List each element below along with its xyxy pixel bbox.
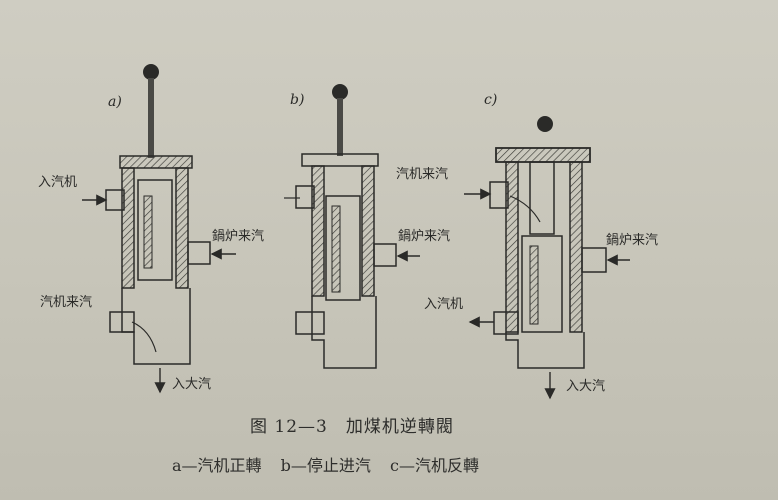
inlet-port-b — [295, 185, 315, 209]
valve-lower-body-c — [505, 332, 585, 369]
valve-lower-body-b — [311, 296, 377, 369]
panel-c-letter: c) — [484, 92, 497, 108]
boiler-label-a: 鍋炉来汽 — [212, 228, 264, 244]
boiler-label-c: 鍋炉来汽 — [606, 232, 658, 248]
inlet-label-c: 入汽机 — [424, 297, 463, 312]
valve-wall-right-c — [569, 161, 583, 333]
valve-wall-left-b — [311, 165, 325, 297]
panel-b-letter: b) — [290, 92, 304, 108]
inlet-label-a: 入汽机 — [38, 175, 77, 190]
valve-rod-a — [148, 78, 154, 158]
legend-a: a—汽机正轉 — [172, 456, 262, 475]
piston-hatch-c — [529, 245, 539, 325]
legend-b: b—停止进汽 — [280, 456, 371, 475]
valve-wall-right-a — [175, 167, 189, 289]
valve-piston-a — [137, 179, 173, 281]
valve-knob-c — [537, 116, 553, 132]
valve-wall-left-c — [505, 161, 519, 333]
boiler-port-c — [581, 247, 607, 273]
boiler-label-b: 鍋炉来汽 — [398, 228, 450, 244]
atmosphere-label-c: 入大汽 — [566, 379, 605, 394]
legend-c: c—汽机反轉 — [389, 456, 479, 475]
valve-piston-c — [521, 235, 563, 333]
valve-piston-b — [325, 195, 361, 301]
panel-a-letter: a) — [108, 94, 122, 110]
panel-a: a) 入汽机 鍋炉来汽 汽机来汽 入大汽 — [38, 64, 264, 394]
valve-cap-c — [495, 147, 591, 163]
valve-knob-b — [332, 84, 348, 100]
panel-c: c) 汽机来汽 鍋炉来汽 入汽机 入大汽 — [396, 92, 658, 400]
valve-stem-c — [529, 161, 555, 235]
valve-wall-right-b — [361, 165, 375, 297]
piston-hatch-a — [143, 195, 153, 269]
piston-hatch-b — [331, 205, 341, 293]
valve-wall-left-a — [121, 167, 135, 289]
exhaust-port-a — [109, 311, 135, 333]
valve-lower-body-a — [121, 288, 191, 365]
valve-knob-a — [143, 64, 159, 80]
boiler-port-a — [187, 241, 211, 265]
valve-rod-b — [337, 98, 343, 156]
exhaust-label-a: 汽机来汽 — [40, 295, 92, 310]
flow-curve-c — [509, 195, 541, 223]
engine-label-c: 汽机来汽 — [396, 167, 448, 182]
valve-cap-b — [301, 153, 379, 167]
exhaust-port-b — [295, 311, 325, 335]
atmosphere-label-a: 入大汽 — [172, 377, 211, 392]
flow-curve-a — [131, 321, 157, 353]
panel-b: b) 鍋炉来汽 — [284, 84, 450, 369]
valve-cap-a — [119, 155, 193, 169]
figure-caption-legend: a—汽机正轉 b—停止进汽 c—汽机反轉 — [172, 452, 493, 476]
figure-caption-title: 图 12—3 加煤机逆轉閥 — [250, 417, 454, 437]
boiler-port-b — [373, 243, 397, 267]
